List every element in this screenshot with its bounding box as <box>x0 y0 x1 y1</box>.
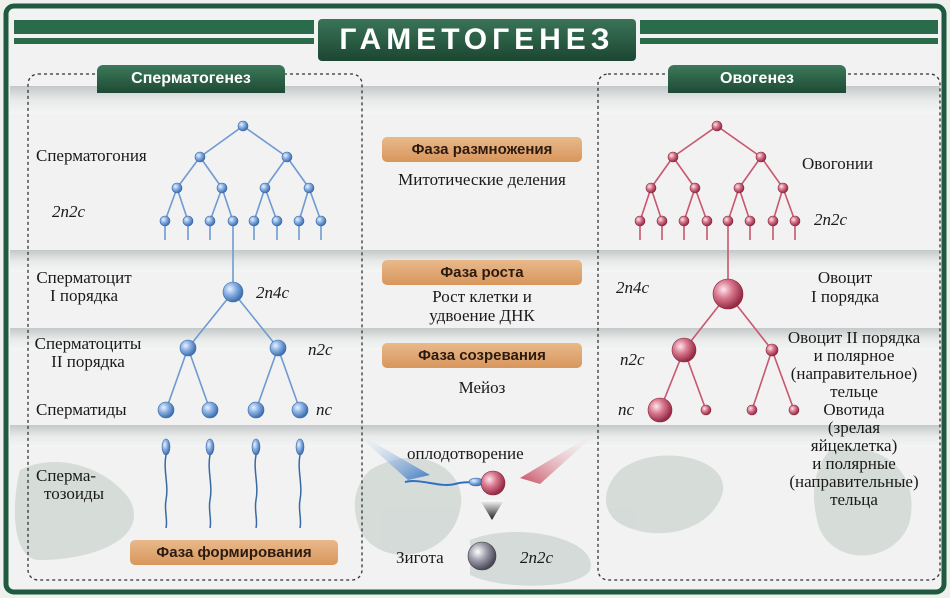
female-cells <box>634 120 801 423</box>
oogenesis-header: Овогенез <box>668 65 846 93</box>
ootid-label-line1: Овотида <box>823 400 885 419</box>
right-ploidy-2n4c: 2n4c <box>616 278 650 297</box>
zygote-ploidy: 2n2c <box>520 548 554 567</box>
oocyte-2-label-line2: и полярное <box>813 346 895 365</box>
phase-growth-pill: Фаза роста <box>382 260 582 285</box>
male-tree-lines <box>164 125 322 411</box>
spermatocyte-1-label-line1: Сперматоцит <box>36 268 132 287</box>
left-ploidy-nc: nc <box>316 400 333 419</box>
fertilization-label: оплодотворение <box>407 444 524 463</box>
spermatocytes-2-label-line1: Сперматоциты <box>34 334 142 353</box>
male-cells <box>157 120 327 419</box>
ootid-label-line6: тельца <box>830 490 878 509</box>
spermatocyte-1-label-line2: I порядка <box>49 286 119 305</box>
growth-description-line2: удвоение ДНК <box>429 306 535 325</box>
spermatids-label: Сперматиды <box>36 400 127 419</box>
oocyte-2-label-line4: тельце <box>830 382 878 401</box>
red-arrow <box>520 430 600 484</box>
title-rules <box>14 20 938 44</box>
oocyte-1-label-line2: I порядка <box>810 287 880 306</box>
left-ploidy-2n4c: 2n4c <box>256 283 290 302</box>
spermatozoa-label-line2: тозоиды <box>44 484 104 503</box>
fertilizing-sperm <box>404 477 484 487</box>
left-ploidy-n2c: n2c <box>308 340 333 359</box>
ootid-label-line3: яйцеклетка) <box>810 436 898 455</box>
phase-formation-pill: Фаза формирования <box>130 540 338 565</box>
blue-arrow <box>352 430 430 480</box>
zygote-label: Зигота <box>396 548 444 567</box>
oogonia-label: Овогонии <box>802 154 874 173</box>
spermatozoa <box>161 438 305 529</box>
zygote-cell <box>467 541 497 571</box>
phase-reproduction-pill: Фаза размножения <box>382 137 582 162</box>
spermatozoa-label-line1: Сперма- <box>36 466 97 485</box>
down-arrow <box>480 500 504 520</box>
spermatogonia-label: Сперматогония <box>36 146 147 165</box>
right-ploidy-2n2c: 2n2c <box>814 210 848 229</box>
oocyte-2-label-line3: (направительное) <box>790 364 918 383</box>
growth-description-line1: Рост клетки и <box>432 287 532 306</box>
maturation-description: Мейоз <box>458 378 506 397</box>
spermatogenesis-header: Сперматогенез <box>97 65 285 93</box>
female-tree-lines <box>639 125 796 411</box>
right-ploidy-nc: nc <box>618 400 635 419</box>
reproduction-description: Митотические деления <box>398 170 566 189</box>
spermatocytes-2-label-line2: II порядка <box>51 352 125 371</box>
oocyte-2-label-line1: Овоцит II порядка <box>787 328 921 347</box>
left-ploidy-2n2c: 2n2c <box>52 202 86 221</box>
phase-maturation-pill: Фаза созревания <box>382 343 582 368</box>
egg-cell <box>480 470 506 496</box>
ootid-label-line2: (зрелая <box>827 418 881 437</box>
ootid-label-line5: (направительные) <box>789 472 919 491</box>
right-ploidy-n2c: n2c <box>620 350 645 369</box>
ootid-label-line4: и полярные <box>812 454 896 473</box>
background-blobs <box>14 448 912 586</box>
main-title: ГАМЕТОГЕНЕЗ <box>318 19 636 61</box>
oocyte-1-label-line1: Овоцит <box>817 268 873 287</box>
